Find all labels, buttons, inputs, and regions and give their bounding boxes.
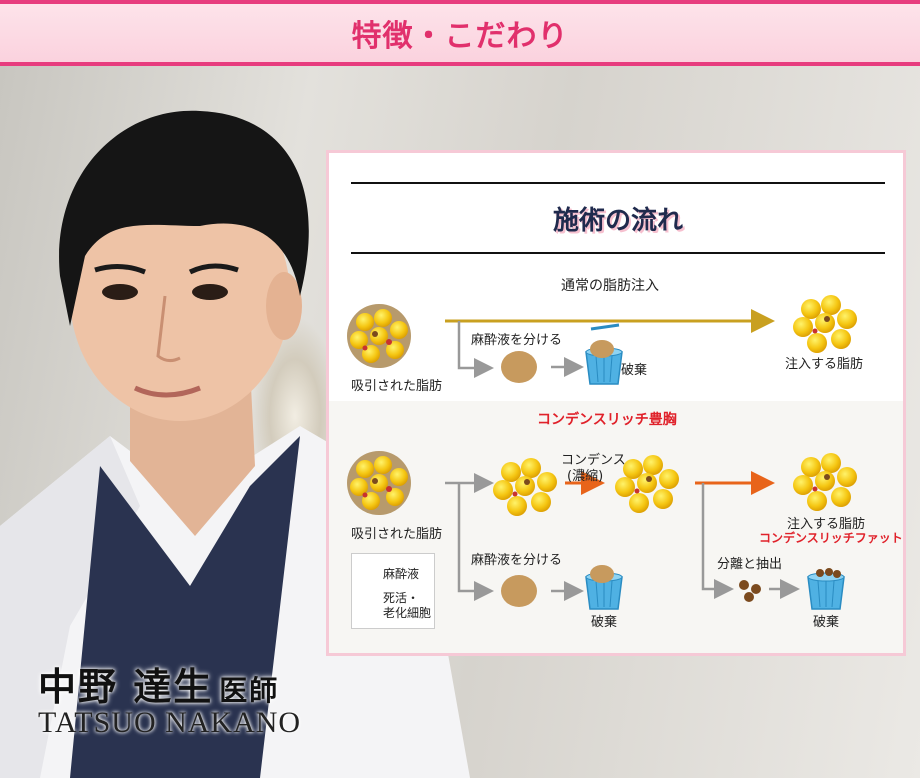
condense-result-label: 注入する脂肪 (787, 517, 866, 532)
normal-result-label: 注入する脂肪 (785, 357, 864, 372)
page-header: 特徴・こだわり (0, 0, 920, 66)
flow-title: 施術の流れ (552, 205, 683, 236)
flow-title-box: 施術の流れ (351, 182, 885, 254)
normal-source-label: 吸引された脂肪 (351, 379, 443, 394)
doctor-name: 中野 達生 (38, 664, 214, 709)
source-fat-1-icon (347, 304, 411, 368)
doctor-name-jp: 中野 達生医師 (38, 656, 279, 711)
page-title: 特徴・こだわり (351, 19, 569, 54)
legend-item-1: 麻酔液 (383, 567, 420, 581)
source-fat-2-icon (347, 451, 411, 515)
doctor-portrait (0, 66, 470, 778)
condense-source-label: 吸引された脂肪 (351, 527, 443, 542)
flow-diagram (347, 295, 857, 610)
doctor-illustration (0, 110, 470, 778)
condense-branch-label: 麻酔液を分ける (471, 553, 563, 568)
normal-discard-label: 破棄 (621, 363, 648, 378)
normal-heading: 通常の脂肪注入 (561, 278, 659, 294)
condense-result-sub: コンデンスリッチファット (759, 531, 903, 545)
normal-branch-label: 麻酔液を分ける (471, 333, 563, 348)
condense-separate-label: 分離と抽出 (717, 557, 783, 572)
flow-panel: 施術の流れ (326, 150, 906, 656)
condense-discard2-label: 破棄 (813, 615, 840, 630)
result-fat-2-icon (793, 453, 857, 511)
condense-discard-label: 破棄 (591, 615, 618, 630)
doctor-name-en: TATSUO NAKANO (38, 706, 302, 739)
legend-item-2-line1: 死活・ (383, 591, 420, 605)
condense-label-1: コンデンス (561, 453, 626, 468)
result-fat-1-icon (793, 295, 857, 353)
condense-label-2: (濃縮) (567, 469, 604, 484)
condense-heading: コンデンスリッチ豊胸 (537, 412, 677, 428)
legend-box (351, 553, 435, 629)
doctor-title: 医師 (219, 674, 280, 707)
legend-item-2-line2: 老化細胞 (383, 606, 432, 620)
